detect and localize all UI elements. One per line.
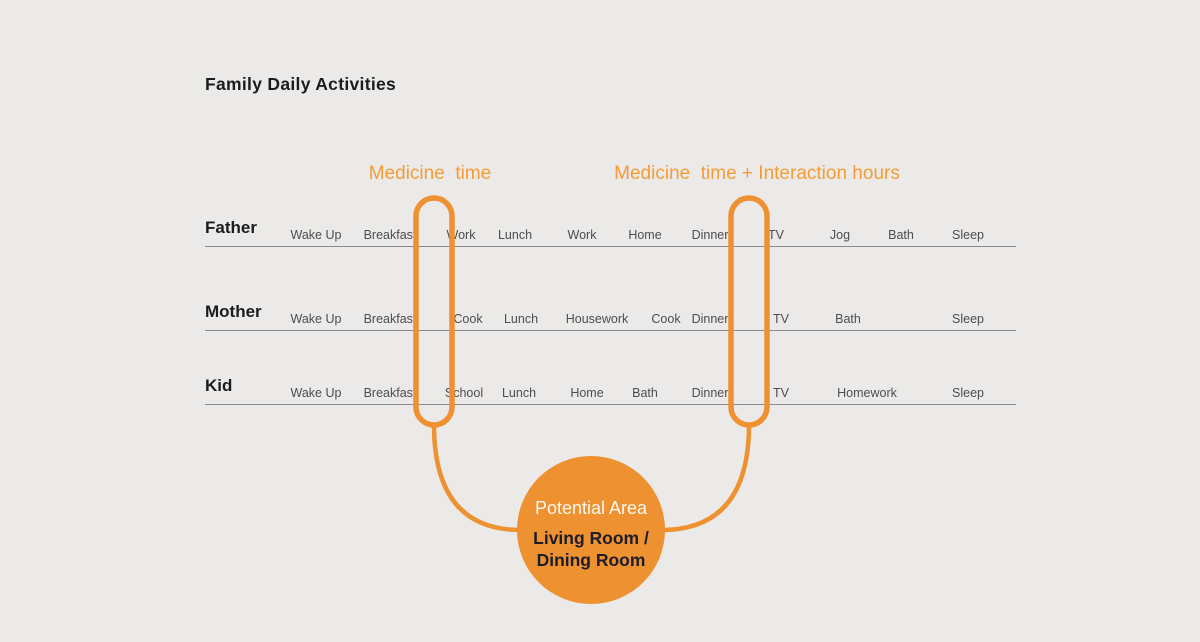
room-line-1: Living Room /	[533, 528, 649, 548]
timeline-line-mother	[205, 330, 1016, 331]
page-title: Family Daily Activities	[205, 74, 397, 94]
activity-label: Sleep	[952, 228, 984, 242]
activity-label: Cook	[453, 312, 483, 326]
activity-label: Bath	[888, 228, 914, 242]
activity-label: Lunch	[501, 386, 537, 400]
row-label-kid: Kid	[205, 376, 233, 395]
activity-label: School	[444, 386, 484, 400]
timeline-line-father	[205, 246, 1016, 247]
activity-label: Housework	[565, 312, 629, 326]
activity-label: Dinner	[691, 312, 729, 326]
potential-area-subtitle: Potential Area	[534, 498, 648, 518]
row-label-father: Father	[205, 218, 257, 237]
activity-label: Jog	[829, 228, 851, 242]
activity-label: Work	[567, 228, 597, 242]
activity-label: TV	[773, 386, 789, 400]
left-connector-arc	[431, 424, 522, 533]
activity-label: Breakfast	[363, 386, 417, 400]
medicine-interaction-capsule	[728, 195, 770, 428]
medicine-time-label: Medicine time	[368, 163, 492, 184]
medicine-interaction-label: Medicine time + Interaction hours	[614, 163, 900, 184]
activity-label: Dinner	[691, 228, 729, 242]
activity-label: Cook	[651, 312, 681, 326]
activity-label: Wake Up	[290, 386, 342, 400]
activity-label: Sleep	[952, 386, 984, 400]
activity-label: Wake Up	[290, 228, 342, 242]
activity-label: Breakfast	[363, 312, 417, 326]
potential-area-circle: Potential Area Living Room / Dining Room	[517, 456, 665, 604]
activity-label: TV	[773, 312, 789, 326]
activity-label: Wake Up	[290, 312, 342, 326]
activity-label: TV	[768, 228, 784, 242]
right-connector-arc	[660, 424, 752, 533]
timeline-line-kid	[205, 404, 1016, 405]
activity-label: Breakfast	[363, 228, 417, 242]
activity-label: Home	[628, 228, 662, 242]
activity-label: Lunch	[503, 312, 539, 326]
activity-label: Homework	[837, 386, 897, 400]
activity-label: Bath	[632, 386, 658, 400]
activity-label: Bath	[835, 312, 861, 326]
activity-label: Dinner	[691, 386, 729, 400]
activity-label: Lunch	[497, 228, 533, 242]
activity-label: Work	[446, 228, 476, 242]
potential-area-rooms: Living Room / Dining Room	[517, 527, 665, 571]
activity-label: Sleep	[952, 312, 984, 326]
row-label-mother: Mother	[205, 302, 262, 321]
room-line-2: Dining Room	[536, 550, 646, 570]
activity-label: Home	[570, 386, 604, 400]
